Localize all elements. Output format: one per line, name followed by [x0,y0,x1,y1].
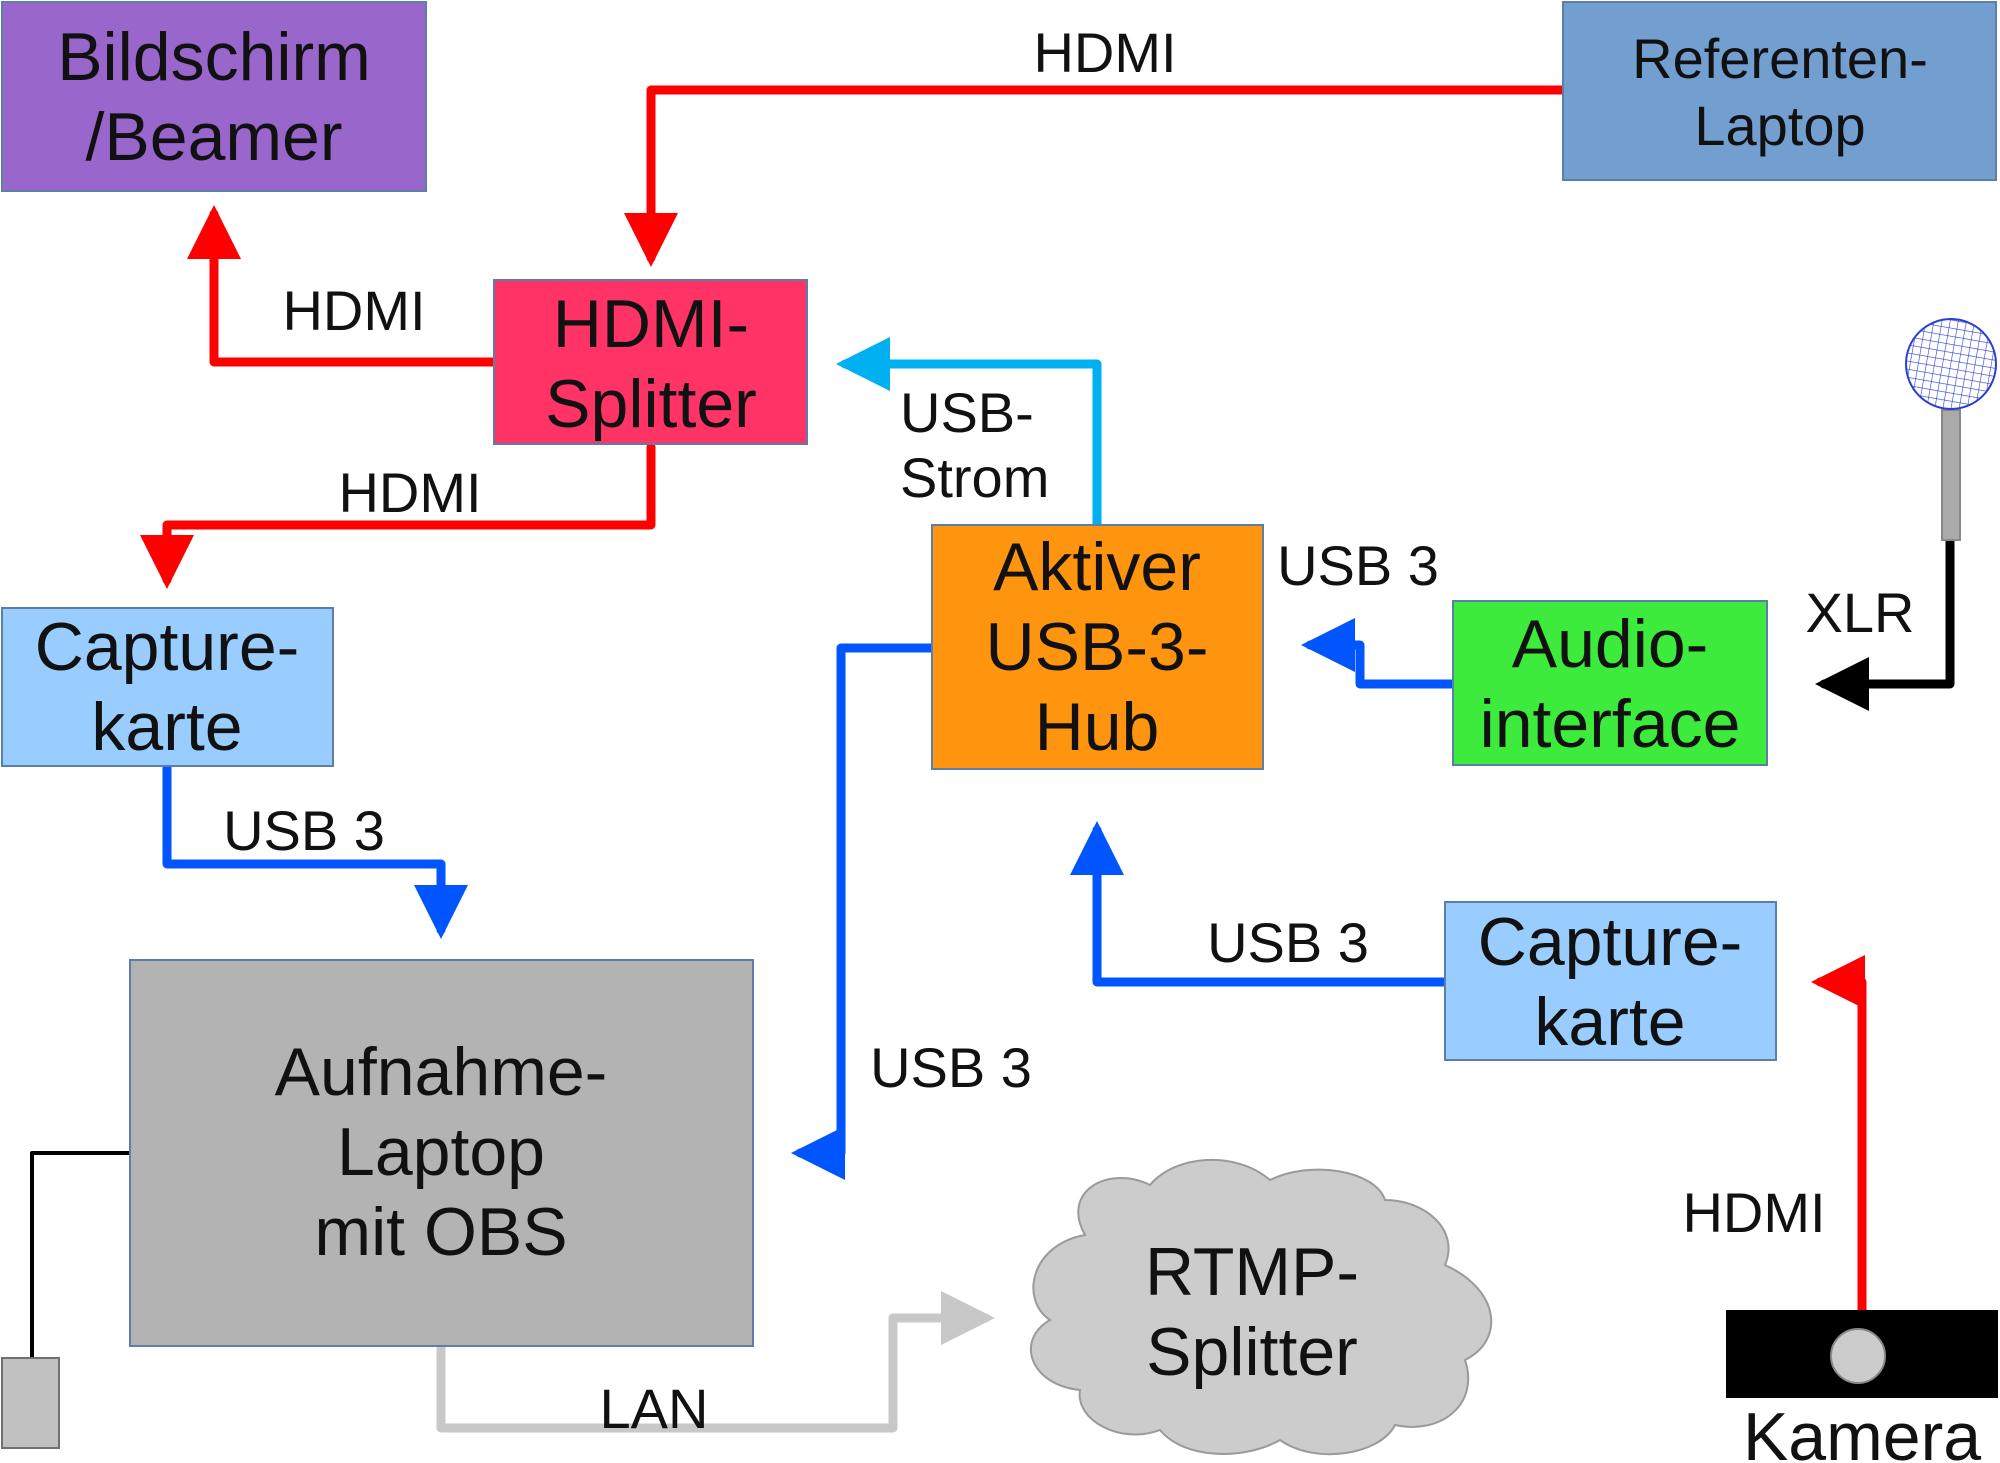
capture-card-right-label-line-2: karte [1534,984,1685,1060]
rtmp-splitter-label-line-2: Splitter [1146,1314,1358,1390]
node-usb-hub: Aktiver USB-3- Hub [931,524,1264,770]
usb-hub-label-line-2: USB-3- [986,609,1209,685]
usb3-capture-right-to-hub-line [1070,821,1449,987]
hdmi-splitter-to-capture-line [140,442,656,589]
node-rtmp-splitter-cloud: RTMP- Splitter [1030,1158,1493,1456]
edge-label-splitter-to-screen: HDMI [282,279,425,342]
node-speaker-laptop: Referenten- Laptop [1562,1,1997,181]
usb3-audio-to-hub-line [1301,618,1457,689]
screen-label-line-2: /Beamer [86,99,343,175]
usb3-capture-to-laptop-line [162,762,468,939]
rtmp-splitter-label-line-1: RTMP- [1145,1234,1359,1310]
hdmi-splitter-label-line-2: Splitter [545,366,757,442]
screen-label-line-1: Bildschirm [57,19,371,95]
recording-laptop-label-line-3: mit OBS [314,1194,567,1270]
edge-label-audio-to-hub: USB 3 [1277,534,1439,597]
edge-label-speaker-to-splitter: HDMI [1033,21,1176,84]
node-recording-laptop: Aufnahme- Laptop mit OBS [129,959,754,1347]
cloud-icon [1030,1158,1493,1456]
edge-label-lan: LAN [600,1377,709,1440]
edge-label-hub-to-laptop: USB 3 [870,1036,1032,1099]
recording-laptop-label-line-2: Laptop [337,1114,545,1190]
edge-label-camera-to-capture: HDMI [1682,1181,1825,1244]
node-screen: Bildschirm /Beamer [1,1,427,192]
capture-card-right-label-line-1: Capture- [1478,904,1743,980]
lan-laptop-to-rtmp-line [436,1291,995,1433]
node-hdmi-splitter: HDMI- Splitter [493,279,808,445]
capture-card-left-label-line-2: karte [91,689,242,765]
connections [30,85,1955,1433]
node-capture-card-left: Capture- karte [1,607,334,767]
speaker-laptop-label-line-1: Referenten- [1632,27,1928,90]
edge-label-xlr: XLR [1806,581,1915,644]
laptop-peripheral-cable [30,1151,132,1360]
edge-label-usb-power-line-2: Strom [900,446,1049,509]
camera-label: Kamera [1743,1399,1981,1463]
audio-interface-label-line-2: interface [1480,686,1741,762]
edge-label-capture-to-laptop: USB 3 [223,799,385,862]
recording-laptop-label-line-1: Aufnahme- [275,1034,608,1110]
edge-labels: HDMI HDMI HDMI USB- Strom USB 3 XLR USB … [223,21,1914,1440]
hdmi-splitter-label-line-1: HDMI- [553,286,749,362]
xlr-mic-to-audio-line [1815,535,1955,711]
usb-power-hub-to-splitter-line [836,337,1102,529]
camera-lens-icon [1830,1328,1886,1384]
node-camera: Kamera [1726,1310,1998,1463]
usb3-hub-to-laptop-line [791,643,937,1180]
speaker-laptop-label-line-2: Laptop [1694,94,1865,157]
edge-label-splitter-to-capture: HDMI [338,461,481,524]
edge-label-usb-power-line-1: USB- [900,381,1034,444]
microphone-icon [1905,318,1997,541]
hdmi-speaker-to-splitter-line [624,85,1568,267]
usb-hub-label-line-1: Aktiver [993,529,1201,605]
node-capture-card-right: Capture- karte [1444,901,1777,1061]
audio-interface-label-line-1: Audio- [1512,606,1709,682]
capture-card-left-label-line-1: Capture- [35,609,300,685]
edge-label-capture-right-to-hub: USB 3 [1207,911,1369,974]
peripheral-device-icon [1,1357,60,1449]
hdmi-camera-to-capture-line [1811,955,1867,1315]
node-audio-interface: Audio- interface [1452,600,1768,766]
hdmi-splitter-to-screen-line [187,205,498,367]
usb-hub-label-line-3: Hub [1035,689,1160,765]
